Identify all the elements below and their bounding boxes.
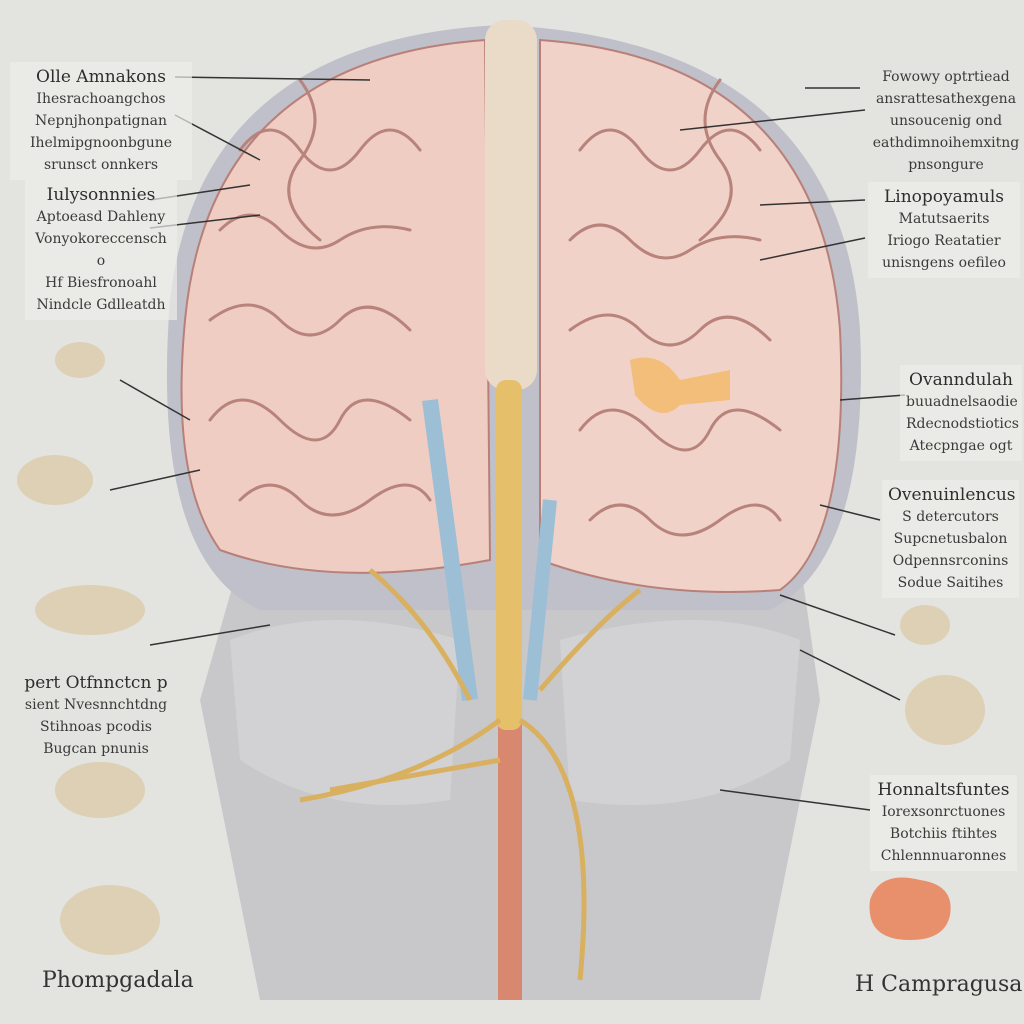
orange-structure [630, 357, 730, 413]
label-line: Bugcan pnunis [43, 741, 149, 757]
label-line: Aptoeasd Dahleny [36, 209, 166, 225]
label-line: Vonyokoreccensch o [35, 231, 167, 269]
label-left-low: pert Otfnnctcn p sient Nvesnnchtdng Stih… [10, 668, 182, 764]
side-tissue-drawings [17, 342, 985, 955]
spinal-cord [496, 380, 522, 730]
label-title: Honnaltsfuntes [877, 780, 1010, 800]
label-line: Ihelmipgnoonbgune [29, 135, 173, 151]
label-title: Ovenuinlencus [888, 485, 1016, 505]
gyri [208, 78, 782, 537]
label-line: Chlennnuaronnes [880, 848, 1007, 864]
cerebellum-right [560, 620, 800, 805]
caption-bottom-left: Phompgadala [42, 968, 194, 993]
label-line: Iorexsonrctuones [881, 804, 1006, 820]
label-line: pnsongure [908, 157, 984, 173]
label-line: Matutsaerits [898, 211, 990, 227]
label-line: Fowowy optrtiead [882, 69, 1010, 85]
label-right-top: Fowowy optrtiead ansrattesathexgena unso… [865, 62, 1024, 180]
label-line: buuadnelsaodie [906, 394, 1018, 410]
label-line: sient Nvesnnchtdng [24, 697, 168, 713]
label-line: Botchiis ftihtes [889, 826, 998, 842]
caption-bottom-right: H Campragusa [855, 972, 1023, 997]
label-line: ansrattesathexgena [875, 91, 1017, 107]
label-left-mid: Iulysonnnies Aptoeasd Dahleny Vonyokorec… [25, 180, 177, 320]
label-title: Olle Amnakons [36, 67, 166, 87]
label-title: pert Otfnnctcn p [24, 673, 168, 693]
label-line: unisngens oefileo [882, 255, 1006, 271]
blue-vessel-right [523, 499, 557, 701]
nerves [299, 568, 642, 981]
label-line: Hf Biesfronoahl [45, 275, 157, 291]
cerebellum-left [230, 620, 460, 805]
label-right-3: Ovanndulah buuadnelsaodie Rdecnodstiotic… [900, 365, 1022, 461]
label-line: eathdimnoihemxitng [872, 135, 1020, 151]
label-title: Iulysonnnies [46, 185, 156, 205]
label-right-5: Honnaltsfuntes Iorexsonrctuones Botchiis… [870, 775, 1017, 871]
label-line: Supcnetusbalon [893, 531, 1008, 547]
label-right-4: Ovenuinlencus S detercutors Supcnetusbal… [882, 480, 1019, 598]
label-line: Odpennsrconins [892, 553, 1009, 569]
label-line: srunsct onnkers [43, 157, 159, 173]
label-left-top: Olle Amnakons Ihesrachoangchos Nepnjhonp… [10, 62, 192, 180]
label-line: Atecpngae ogt [909, 438, 1013, 454]
label-line: Stihnoas pcodis [40, 719, 152, 735]
right-hemisphere [539, 38, 843, 593]
label-title: Ovanndulah [909, 370, 1013, 390]
left-hemisphere [180, 38, 492, 574]
label-line: S detercutors [902, 509, 999, 525]
label-line: unsoucenig ond [889, 113, 1003, 129]
blue-vessel-left [422, 398, 478, 702]
label-title: Linopoyamuls [884, 187, 1004, 207]
label-line: Rdecnodstiotics [906, 416, 1019, 432]
midline-column [485, 20, 537, 390]
label-right-2: Linopoyamuls Matutsaerits Iriogo Reatati… [868, 182, 1020, 278]
label-line: Nepnjhonpatignan [34, 113, 168, 129]
label-line: Sodue Saitihes [897, 575, 1004, 591]
label-line: Nindcle Gdlleatdh [36, 297, 166, 313]
small-brain-icon [869, 877, 951, 940]
spinal-red-vessel [498, 680, 522, 1000]
label-line: Iriogo Reatatier [887, 233, 1001, 249]
label-line: Ihesrachoangchos [36, 91, 166, 107]
